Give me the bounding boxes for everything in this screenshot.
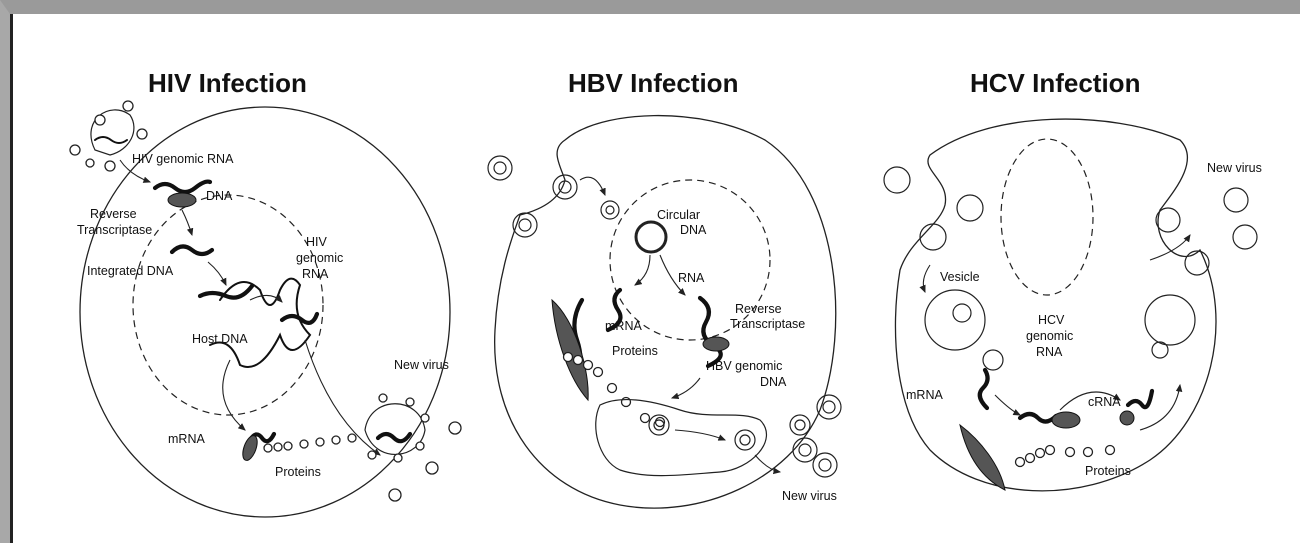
hbv-panel: HBV Infection	[488, 68, 841, 508]
hiv-label-genomic: genomic	[296, 251, 343, 265]
hcv-title: HCV Infection	[970, 68, 1140, 98]
hcv-vesicle-2	[1145, 295, 1195, 345]
hcv-outside-virions	[884, 167, 983, 250]
hcv-label-mrna: mRNA	[906, 388, 943, 402]
hcv-cell	[895, 119, 1216, 491]
hbv-title: HBV Infection	[568, 68, 738, 98]
hbv-label-new-virus: New virus	[782, 489, 837, 503]
hcv-label-genomic: genomic	[1026, 329, 1073, 343]
hcv-nucleus	[1001, 139, 1093, 295]
hcv-ribosome	[960, 425, 1005, 490]
hbv-label-proteins: Proteins	[612, 344, 658, 358]
hiv-new-virus	[365, 394, 429, 462]
hiv-label-hiv: HIV	[306, 235, 328, 249]
hcv-new-virions	[1156, 188, 1257, 275]
hiv-label-genomic-rna: HIV genomic RNA	[132, 152, 234, 166]
hiv-label-new-virus: New virus	[394, 358, 449, 372]
hcv-panel: HCV Infection	[884, 68, 1262, 491]
hiv-panel: HIV Infection	[70, 68, 461, 517]
hcv-label-vesicle: Vesicle	[940, 270, 980, 284]
hiv-label-transcriptase: Transcriptase	[77, 223, 152, 237]
hbv-label-rna: RNA	[678, 271, 705, 285]
hiv-label-mrna: mRNA	[168, 432, 205, 446]
hcv-vesicle-1	[925, 290, 985, 350]
hbv-nucleus	[610, 180, 770, 340]
hiv-label-reverse: Reverse	[90, 207, 137, 221]
hbv-cell	[495, 116, 836, 509]
hcv-label-proteins: Proteins	[1085, 464, 1131, 478]
hbv-protein-chain	[564, 353, 665, 427]
hbv-label-hbv-dna: DNA	[760, 375, 787, 389]
hcv-label-hcv: HCV	[1038, 313, 1065, 327]
hiv-nucleus	[133, 195, 323, 415]
hiv-label-rna: RNA	[302, 267, 329, 281]
hiv-protein-chain	[264, 434, 356, 452]
hiv-label-integrated-dna: Integrated DNA	[87, 264, 174, 278]
hcv-label-rna: RNA	[1036, 345, 1063, 359]
hbv-label-circular: Circular	[657, 208, 700, 222]
hiv-title: HIV Infection	[148, 68, 307, 98]
hbv-outside-virions	[488, 156, 619, 237]
hbv-label-circular-dna: DNA	[680, 223, 707, 237]
hiv-label-dna: DNA	[206, 189, 233, 203]
hiv-label-proteins: Proteins	[275, 465, 321, 479]
hbv-label-hbv-genomic: HBV genomic	[706, 359, 782, 373]
hbv-new-virions	[790, 395, 841, 477]
hbv-label-reverse: Reverse	[735, 302, 782, 316]
hcv-label-crna: cRNA	[1088, 395, 1121, 409]
hbv-ribosome	[552, 300, 588, 400]
hbv-circular-dna	[636, 222, 666, 252]
hbv-label-transcriptase: Transcriptase	[730, 317, 805, 331]
hiv-label-host-dna: Host DNA	[192, 332, 248, 346]
hcv-label-new-virus: New virus	[1207, 161, 1262, 175]
hbv-label-mrna: mRNA	[605, 319, 642, 333]
